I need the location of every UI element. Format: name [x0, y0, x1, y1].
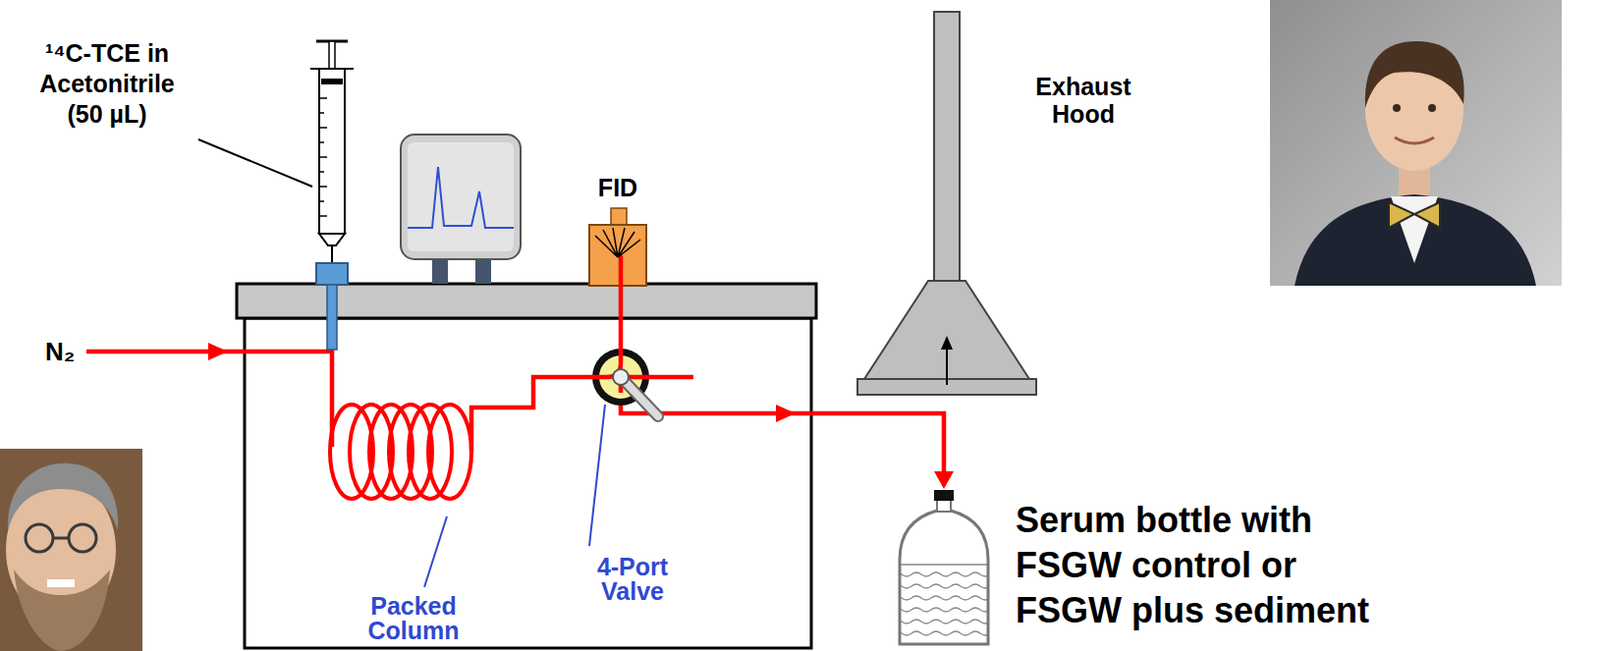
leader-line [198, 139, 313, 187]
bottle-outline [899, 510, 989, 645]
portrait-photo [1269, 0, 1562, 286]
leader-line [424, 516, 447, 588]
injector-stem [327, 284, 337, 350]
photo-eye [1392, 104, 1401, 112]
column-outlet-line [471, 377, 593, 452]
serum-bottle [891, 490, 994, 645]
liquid-surface [893, 563, 994, 566]
fid-flame-symbol [595, 227, 641, 258]
hood-label: Exhaust Hood [1024, 72, 1143, 128]
exhaust-hood [857, 11, 1037, 395]
syringe-graduations [319, 98, 328, 217]
plunger-seal [321, 78, 343, 85]
portrait-photo [0, 448, 143, 651]
monitor-foot [432, 257, 448, 284]
liquid-wave [891, 607, 991, 612]
flow-arrowhead [208, 342, 228, 361]
part-label: 4-Port Valve [583, 554, 682, 605]
fid-inlet-line [618, 255, 624, 286]
photo-glasses [25, 524, 54, 552]
gc-oven [244, 318, 812, 649]
monitor-case [400, 134, 521, 260]
syringe-barrel [319, 68, 345, 234]
valve-path [592, 285, 621, 378]
photo-eye [1428, 104, 1436, 112]
leader-line [589, 404, 606, 547]
liquid-wave [891, 619, 991, 624]
part-label: Packed Column [359, 594, 468, 644]
gc-top-bar [236, 283, 817, 319]
liquid-wave [891, 584, 991, 589]
fid-body [589, 224, 647, 286]
valve-path [620, 375, 694, 381]
liquid-wave [891, 572, 991, 577]
syringe [310, 41, 354, 266]
photo-glasses [53, 537, 69, 541]
column-coil [428, 404, 472, 499]
photo-bowtie [1414, 202, 1440, 228]
liquid-wave [891, 631, 991, 636]
bottle-septum-cap [934, 490, 954, 501]
airflow-arrow [945, 343, 948, 386]
bottle-body [899, 510, 989, 645]
four-port-valve [592, 285, 694, 417]
hood-duct [934, 11, 960, 281]
photo-hair [1365, 41, 1465, 109]
photo-background [0, 448, 143, 651]
bottle-neck [937, 499, 951, 512]
liquid-wave [891, 596, 991, 601]
flow-arrowhead [775, 404, 796, 423]
monitor-screen [407, 142, 514, 252]
injector-port [316, 263, 348, 285]
carrier-gas-line [86, 351, 332, 447]
sample-callout: ¹⁴C-TCE in Acetonitrile (50 µL) [23, 38, 191, 130]
gas-flow [86, 342, 954, 499]
monitor-foot [475, 257, 492, 284]
syringe-tip [319, 233, 345, 246]
fid-chimney [610, 208, 627, 225]
photo-teeth [47, 579, 75, 588]
bottle-liquid [891, 564, 994, 636]
airflow-arrowhead [940, 335, 953, 350]
photo-background [1269, 0, 1562, 286]
chromatogram-monitor [400, 134, 521, 284]
transfer-line [620, 390, 944, 474]
photo-glasses [68, 524, 97, 552]
gas-inlet-label: N₂ [45, 336, 85, 367]
photo-suit [1294, 194, 1537, 286]
chromatogram-trace [407, 166, 514, 228]
bottle-label: Serum bottle with FSGW control or FSGW p… [1015, 497, 1401, 634]
photo-beard [13, 569, 111, 651]
detector-label: FID [578, 172, 658, 203]
photo-hair [7, 463, 118, 531]
photo-smile [1394, 137, 1435, 144]
photo-bowtie [1388, 202, 1415, 228]
valve-hub [612, 369, 629, 386]
flow-arrowhead [934, 471, 954, 490]
fid-detector [589, 208, 647, 286]
